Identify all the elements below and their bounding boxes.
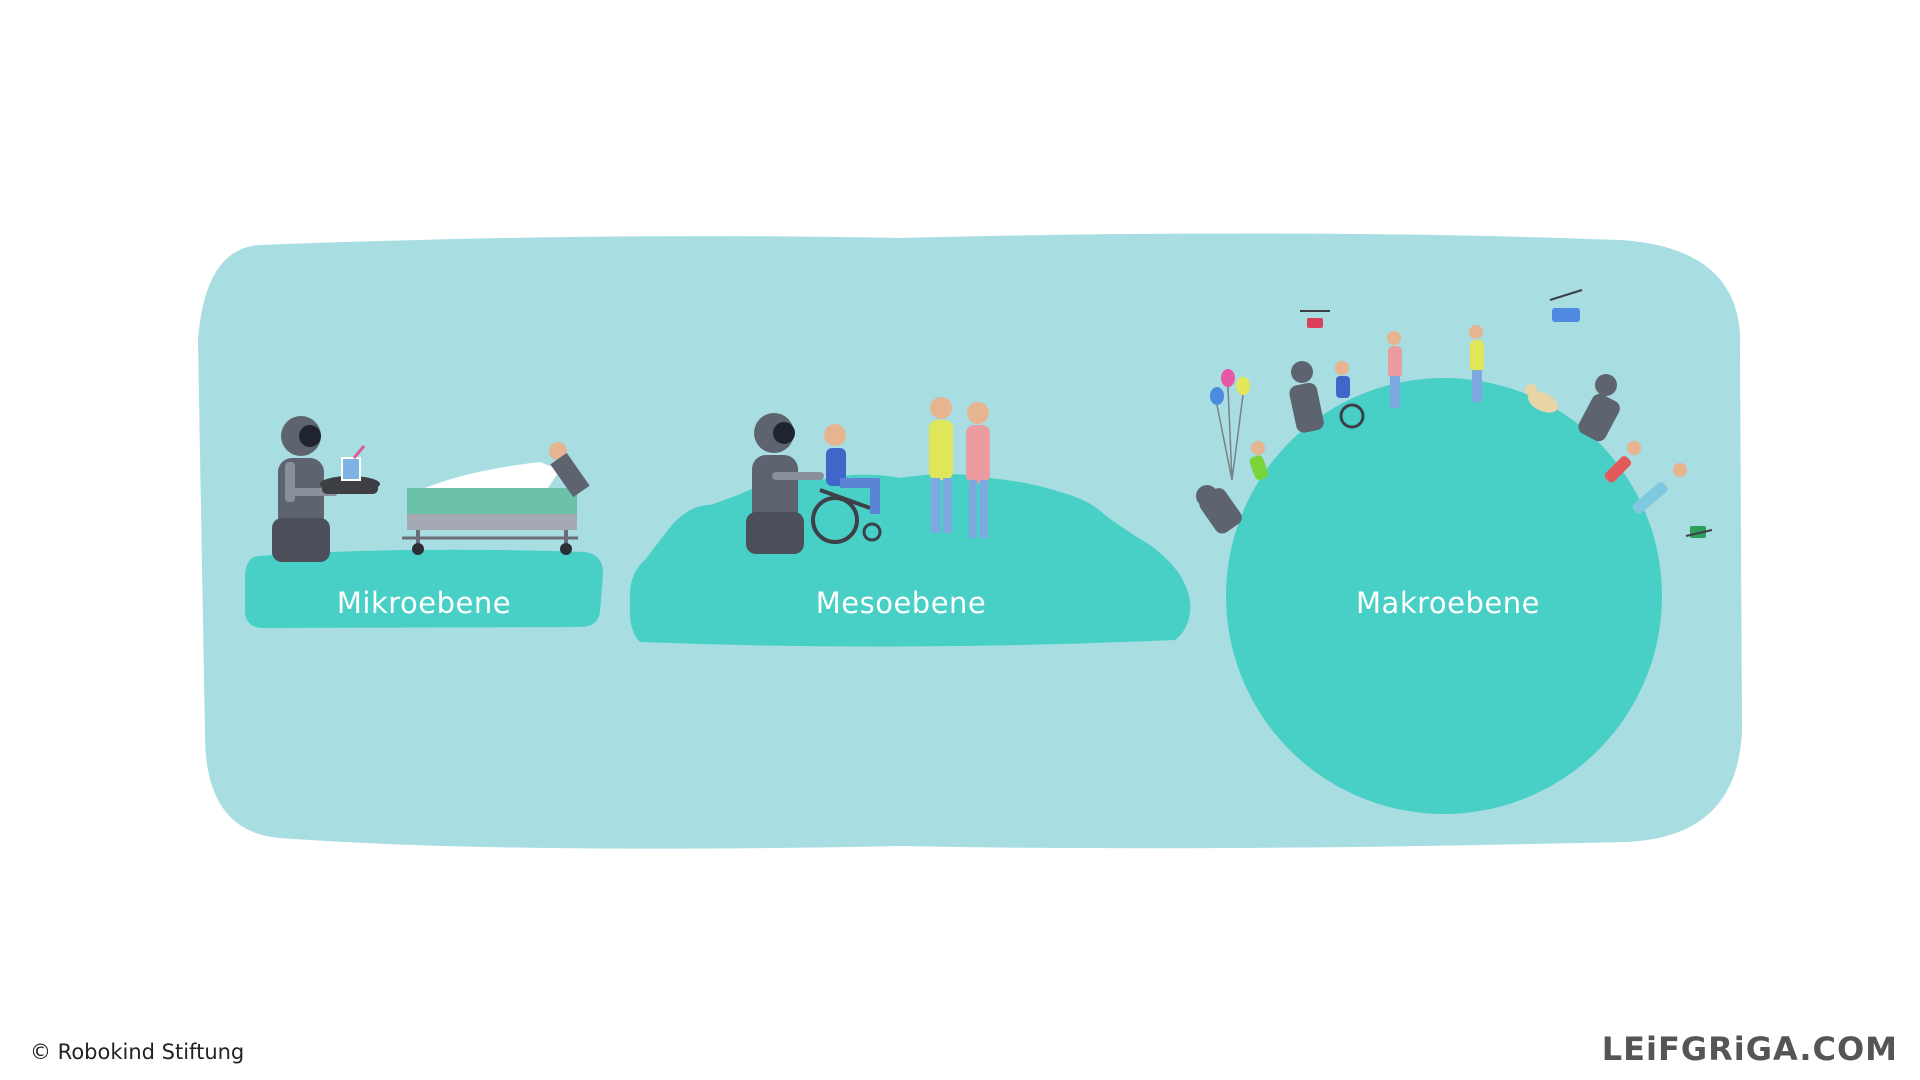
drink-icon (341, 445, 366, 481)
robot-icon (272, 416, 338, 562)
dog-icon (1525, 384, 1558, 413)
cable-car-icon (1300, 310, 1330, 328)
cable-car-icon (1549, 289, 1583, 322)
cable-car-icon (1685, 526, 1713, 538)
level-label-macro: Makroebene (1356, 586, 1540, 620)
robot-icon (1196, 485, 1242, 534)
macro-globe (1226, 378, 1662, 814)
person-icon (1632, 463, 1687, 514)
person-icon (1604, 441, 1641, 483)
person-icon (929, 397, 953, 533)
robot-icon (1289, 361, 1324, 433)
hospital-bed-icon (402, 442, 590, 555)
level-label-micro: Mikroebene (336, 586, 512, 620)
balloon-icon (1210, 369, 1250, 481)
person-icon (1249, 441, 1269, 480)
person-icon (966, 402, 990, 538)
tray-icon (320, 476, 380, 494)
level-label-meso: Mesoebene (815, 586, 987, 620)
brand-logo: LEiFGRiGA.COM (1601, 1030, 1898, 1068)
person-icon (1387, 331, 1402, 408)
wheelchair-icon (1335, 361, 1365, 429)
person-icon (1469, 325, 1484, 402)
robot-icon (746, 413, 824, 554)
person-icon (824, 424, 880, 514)
copyright-notice: © Robokind Stiftung (30, 1040, 245, 1064)
micro-ground (245, 549, 604, 628)
wheelchair-icon (811, 488, 882, 544)
robot-icon (1578, 374, 1620, 442)
